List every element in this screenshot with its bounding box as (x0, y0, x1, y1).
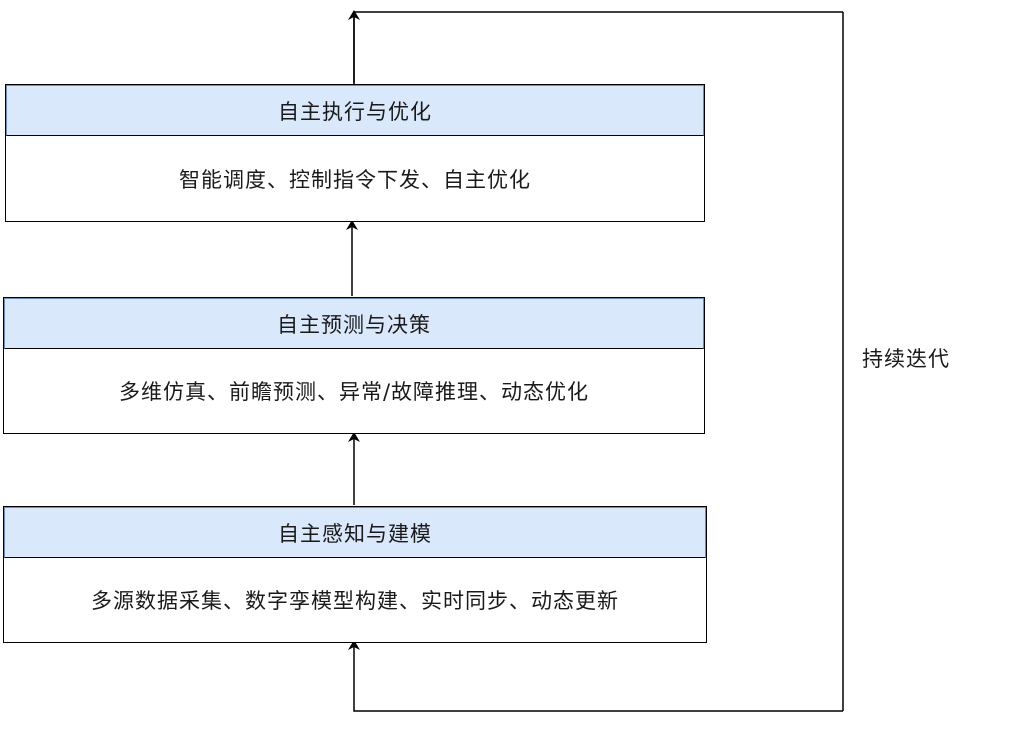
layer-perception-modeling: 自主感知与建模 多源数据采集、数字孪模型构建、实时同步、动态更新 (3, 506, 707, 643)
feedback-loop-line (348, 640, 843, 712)
layer-execution-optimization: 自主执行与优化 智能调度、控制指令下发、自主优化 (5, 84, 705, 222)
layer-description: 智能调度、控制指令下发、自主优化 (179, 167, 531, 192)
loop-label: 持续迭代 (862, 347, 950, 371)
layer-title: 自主预测与决策 (4, 298, 704, 349)
feedback-loop-top-line (353, 11, 843, 83)
layer-description: 多源数据采集、数字孪模型构建、实时同步、动态更新 (91, 589, 619, 613)
layer-prediction-decision: 自主预测与决策 多维仿真、前瞻预测、异常/故障推理、动态优化 (3, 297, 705, 434)
layer-title: 自主执行与优化 (6, 85, 704, 136)
layer-title: 自主感知与建模 (4, 507, 706, 558)
layer-description: 多维仿真、前瞻预测、异常/故障推理、动态优化 (118, 380, 590, 404)
